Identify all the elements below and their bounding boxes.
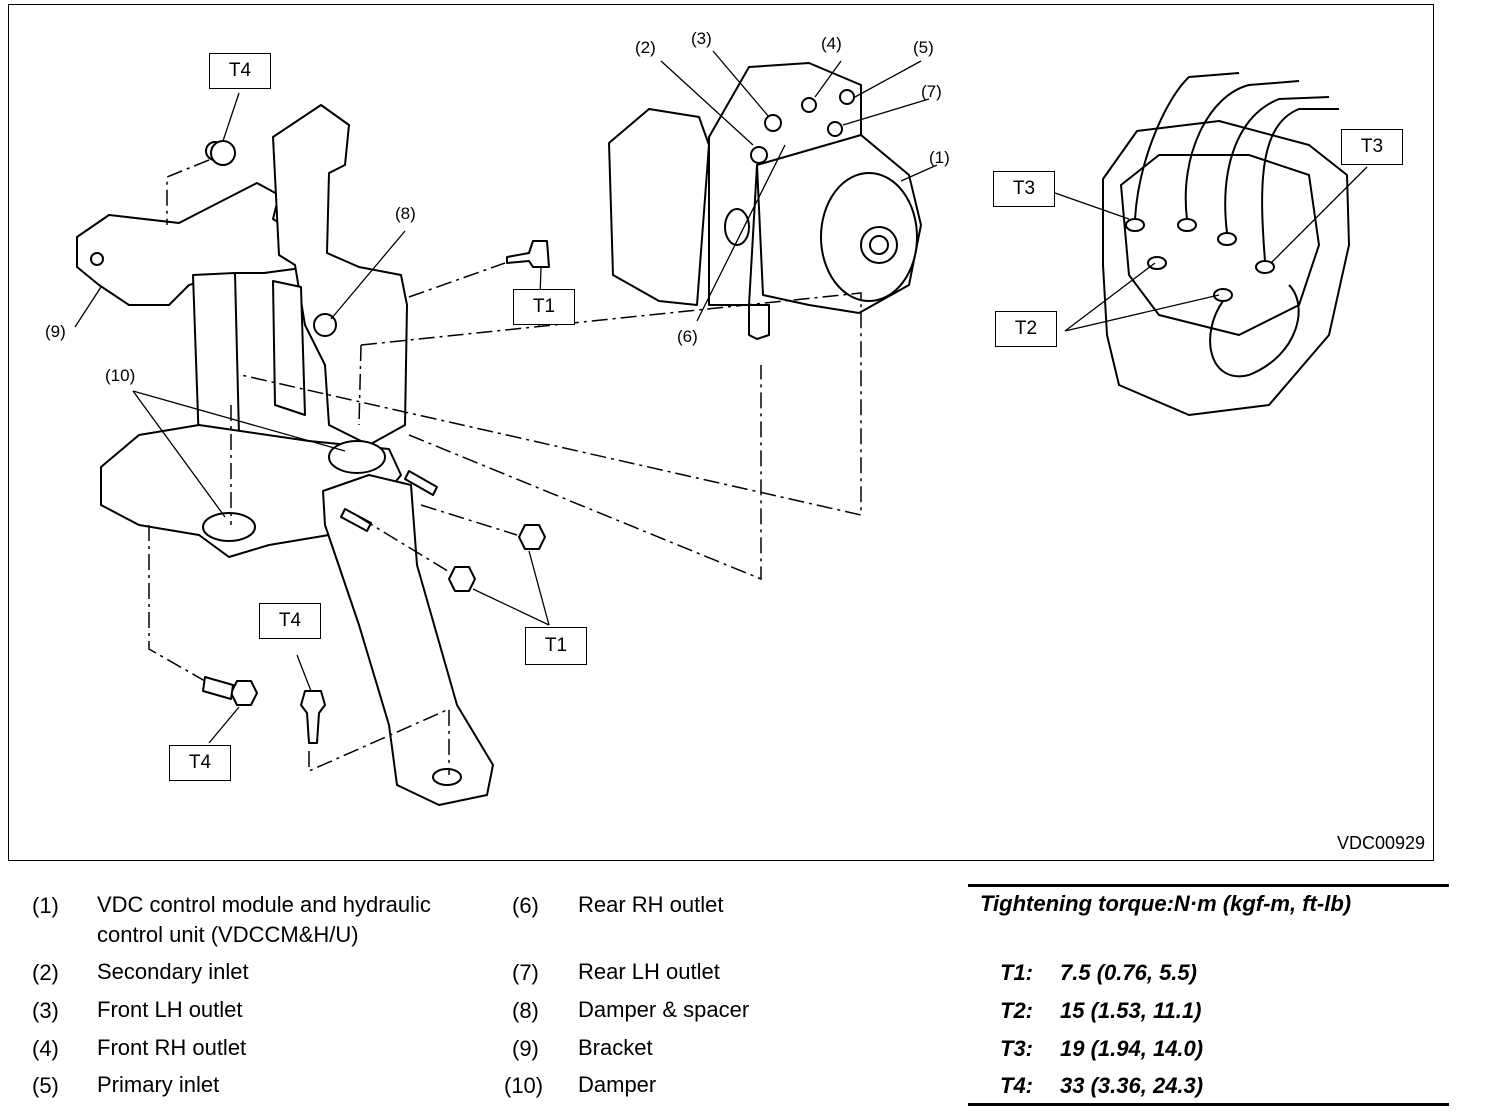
torque-value: 15 (1.53, 11.1) bbox=[1060, 998, 1202, 1023]
torque-value: 7.5 (0.76, 5.5) bbox=[1060, 960, 1197, 985]
legend-text: Rear RH outlet bbox=[578, 892, 724, 917]
callout-9: (9) bbox=[45, 322, 66, 341]
callout-1: (1) bbox=[929, 148, 950, 167]
legend-num: (1) bbox=[32, 893, 59, 918]
legend-num: (9) bbox=[512, 1036, 539, 1061]
table-bottom-rule bbox=[968, 1103, 1449, 1106]
assembly-lines bbox=[148, 159, 862, 775]
torque-tag-t3-left: T3 bbox=[993, 171, 1055, 207]
torque-tag-t4-top: T4 bbox=[209, 53, 271, 89]
legend-text: Front RH outlet bbox=[97, 1035, 247, 1060]
figure-code: VDC00929 bbox=[1336, 833, 1425, 853]
legend-num: (6) bbox=[512, 893, 539, 918]
torque-tag-t4-mid: T4 bbox=[259, 603, 321, 639]
torque-value: 33 (3.36, 24.3) bbox=[1060, 1073, 1204, 1098]
legend-text: Damper & spacer bbox=[578, 997, 750, 1022]
callout-5: (5) bbox=[913, 38, 934, 57]
legend-num: (10) bbox=[504, 1073, 544, 1098]
torque-value: 19 (1.94, 14.0) bbox=[1060, 1036, 1204, 1061]
legend-num: (5) bbox=[32, 1073, 59, 1098]
torque-tag-t3-right: T3 bbox=[1341, 129, 1403, 165]
torque-tag-t4-bottom: T4 bbox=[169, 745, 231, 781]
legend-num: (4) bbox=[32, 1036, 59, 1061]
torque-key: T1: bbox=[1000, 960, 1033, 985]
legend-num: (7) bbox=[512, 960, 539, 985]
legend-text: Bracket bbox=[578, 1035, 653, 1060]
callout-7: (7) bbox=[921, 82, 942, 101]
exploded-diagram: (2) (3) (4) (5) (7) (1) (6) (8) (9) (10)… bbox=[8, 4, 1434, 861]
torque-tag-t2: T2 bbox=[995, 311, 1057, 347]
callout-4: (4) bbox=[821, 34, 842, 53]
callout-2: (2) bbox=[635, 38, 656, 57]
inset-unit-drawing bbox=[1102, 120, 1350, 416]
leader-lines bbox=[74, 50, 1368, 744]
legend-text: Damper bbox=[578, 1072, 657, 1097]
torque-tag-t1-lower: T1 bbox=[525, 627, 587, 665]
torque-table: Tightening torque:N·m (kgf-m, ft-lb) T1:… bbox=[968, 884, 1449, 1106]
torque-key: T3: bbox=[1000, 1036, 1033, 1061]
legend-text: Secondary inlet bbox=[97, 959, 249, 984]
inset-pipes-drawing bbox=[1134, 72, 1339, 378]
bracket-drawing bbox=[76, 104, 494, 806]
legend-text: Primary inlet bbox=[97, 1072, 220, 1097]
callout-3: (3) bbox=[691, 29, 712, 48]
diagram-drawing bbox=[74, 50, 1368, 806]
callout-10: (10) bbox=[105, 366, 136, 385]
legend-text: VDC control module and hydraulic control… bbox=[97, 892, 431, 947]
legend-num: (3) bbox=[32, 998, 59, 1023]
callout-8: (8) bbox=[395, 204, 416, 223]
legend-text: Rear LH outlet bbox=[578, 959, 720, 984]
torque-key: T2: bbox=[1000, 998, 1033, 1023]
table-top-rule bbox=[968, 884, 1449, 887]
callout-6: (6) bbox=[677, 327, 698, 346]
torque-heading: Tightening torque:N·m (kgf-m, ft-lb) bbox=[980, 891, 1352, 916]
legend-num: (2) bbox=[32, 960, 59, 985]
hydraulic-unit-drawing bbox=[608, 62, 922, 340]
torque-tag-t1-upper: T1 bbox=[513, 289, 575, 325]
legend-text: Front LH outlet bbox=[97, 997, 243, 1022]
torque-key: T4: bbox=[1000, 1073, 1033, 1098]
legend-num: (8) bbox=[512, 998, 539, 1023]
